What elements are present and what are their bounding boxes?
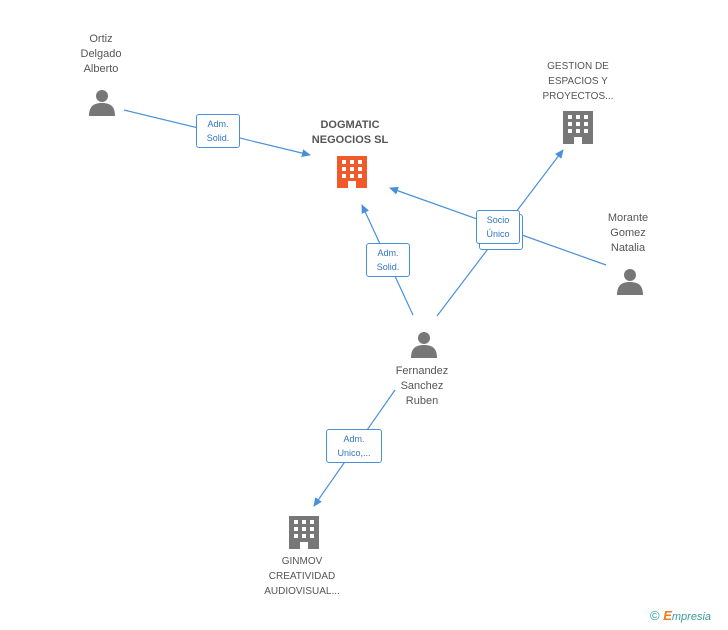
morante-name-line2: Gomez (610, 227, 646, 239)
person-label-ortiz[interactable]: Ortiz Delgado Alberto (62, 32, 140, 77)
ortiz-name-line1: Ortiz (89, 33, 113, 45)
copyright-icon: © (650, 608, 660, 623)
badge-ginmov-adm-unico[interactable]: Adm. Unico,... (326, 429, 382, 463)
badge-socio-unico[interactable]: Socio Único (476, 210, 520, 244)
badge-ginmov-line1: Adm. (343, 434, 365, 444)
fernandez-name-line2: Sanchez (400, 380, 444, 392)
gestion-name-line1: GESTION DE (547, 61, 609, 72)
badge-socio-line1: Socio (486, 215, 510, 225)
ginmov-name-line3: AUDIOVISUAL... (264, 586, 340, 597)
badge-ortiz-line2: Solid. (206, 133, 230, 143)
person-icon-fernandez[interactable] (411, 332, 437, 358)
gestion-name-line2: ESPACIOS Y (548, 76, 608, 87)
company-label-ginmov[interactable]: GINMOV CREATIVIDAD AUDIOVISUAL... (252, 554, 352, 599)
company-label-gestion[interactable]: GESTION DE ESPACIOS Y PROYECTOS... (528, 59, 628, 104)
ginmov-name-line2: CREATIVIDAD (268, 571, 336, 582)
person-icon-morante[interactable] (617, 269, 643, 295)
badge-ortiz-adm-solid[interactable]: Adm. Solid. (196, 114, 240, 148)
building-icon-gestion[interactable] (563, 111, 593, 144)
ortiz-name-line2: Delgado (80, 48, 122, 60)
ginmov-name-line1: GINMOV (281, 556, 323, 567)
fernandez-name-line3: Ruben (405, 395, 439, 407)
ortiz-name-line3: Alberto (83, 63, 119, 75)
badge-ortiz-line1: Adm. (207, 119, 229, 129)
gestion-name-line3: PROYECTOS... (542, 91, 614, 102)
badge-ginmov-line2: Unico,... (337, 448, 371, 458)
building-icon-dogmatic[interactable] (337, 156, 367, 188)
person-label-fernandez[interactable]: Fernandez Sanchez Ruben (382, 364, 462, 409)
building-icon-ginmov[interactable] (289, 516, 319, 549)
badge-fernandez-line1: Adm. (377, 248, 399, 258)
main-company-name-line1: DOGMATIC (320, 119, 380, 131)
main-company-name-line2: NEGOCIOS SL (311, 134, 389, 146)
brand-name: mpresia (671, 611, 712, 623)
badge-fernandez-adm-solid[interactable]: Adm. Solid. (366, 243, 410, 277)
person-icon-ortiz[interactable] (89, 90, 115, 116)
empresia-brand[interactable]: © Empresia (650, 608, 711, 623)
morante-name-line1: Morante (607, 212, 649, 224)
badge-socio-line2: Único (486, 229, 510, 239)
brand-initial: E (663, 608, 672, 623)
person-label-morante[interactable]: Morante Gomez Natalia (592, 211, 664, 256)
fernandez-name-line1: Fernandez (395, 365, 449, 377)
main-company-label[interactable]: DOGMATIC NEGOCIOS SL (300, 118, 400, 148)
morante-name-line3: Natalia (610, 242, 646, 254)
badge-fernandez-line2: Solid. (376, 262, 400, 272)
